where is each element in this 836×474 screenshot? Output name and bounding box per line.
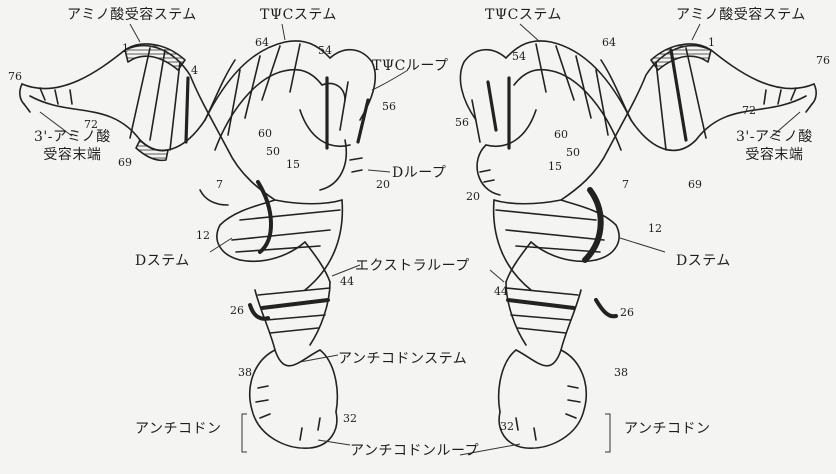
right-terminal-label-line2: 受容末端 [736,146,813,164]
left-anticodon-loop-label: アンチコドンループ [350,440,479,460]
left-num-1: 1 [122,42,129,55]
right-num-12: 12 [648,222,662,235]
right-num-32: 32 [500,420,514,433]
right-anticodon-label: アンチコドン [624,418,710,438]
left-num-76: 76 [8,70,22,83]
left-num-56: 56 [382,100,396,113]
left-num-4: 4 [191,64,198,77]
right-num-76: 76 [816,54,830,67]
left-num-64: 64 [255,36,269,49]
right-terminal-label-line1: 3'-アミノ酸 [736,128,813,146]
left-trna-molecule [20,41,375,448]
right-num-60: 60 [554,128,568,141]
left-terminal-label: 3'-アミノ酸 受容末端 [34,128,111,164]
right-num-7: 7 [622,178,629,191]
right-tpsic-stem-label: TΨCステム [485,4,562,24]
right-num-15: 15 [548,160,562,173]
left-tpsic-stem-label: TΨCステム [260,4,337,24]
left-num-60: 60 [258,127,272,140]
left-num-44: 44 [340,275,354,288]
right-acceptor-stem-label: アミノ酸受容ステム [676,4,806,24]
right-num-54: 54 [512,50,526,63]
left-num-72: 72 [84,118,98,131]
left-num-54: 54 [318,44,332,57]
left-num-7: 7 [216,178,223,191]
left-num-12: 12 [196,229,210,242]
right-num-20: 20 [466,190,480,203]
right-trna-molecule [460,41,816,448]
left-acceptor-stem-label: アミノ酸受容ステム [67,4,197,24]
left-num-32: 32 [343,412,357,425]
right-num-69: 69 [688,178,702,191]
right-num-26: 26 [620,306,634,319]
right-d-stem [561,150,619,260]
left-d-stem-label: Dステム [135,250,190,270]
left-anticodon-label: アンチコドン [135,418,221,438]
right-tpsic-loop [460,50,506,120]
right-num-38: 38 [614,366,628,379]
left-num-50: 50 [266,145,280,158]
label-leader-lines [40,24,800,455]
left-extra-loop-label: エクストラループ [355,255,470,275]
left-num-69: 69 [118,156,132,169]
right-num-64: 64 [602,36,616,49]
right-num-72: 72 [742,104,756,117]
left-terminal-label-line2: 受容末端 [34,146,111,164]
left-num-20: 20 [376,178,390,191]
left-num-26: 26 [230,304,244,317]
left-num-15: 15 [286,158,300,171]
left-num-38: 38 [238,366,252,379]
left-d-loop-label: Dループ [392,162,446,182]
right-num-1: 1 [708,36,715,49]
left-anticodon-stem-label: アンチコドンステム [338,348,467,368]
left-terminal-label-line1: 3'-アミノ酸 [34,128,111,146]
right-num-56: 56 [455,116,469,129]
right-num-44: 44 [494,285,508,298]
right-num-50: 50 [566,146,580,159]
right-d-stem-label: Dステム [676,250,731,270]
left-tpsic-loop-label: TΨCループ [372,55,449,75]
right-terminal-label: 3'-アミノ酸 受容末端 [736,128,813,164]
